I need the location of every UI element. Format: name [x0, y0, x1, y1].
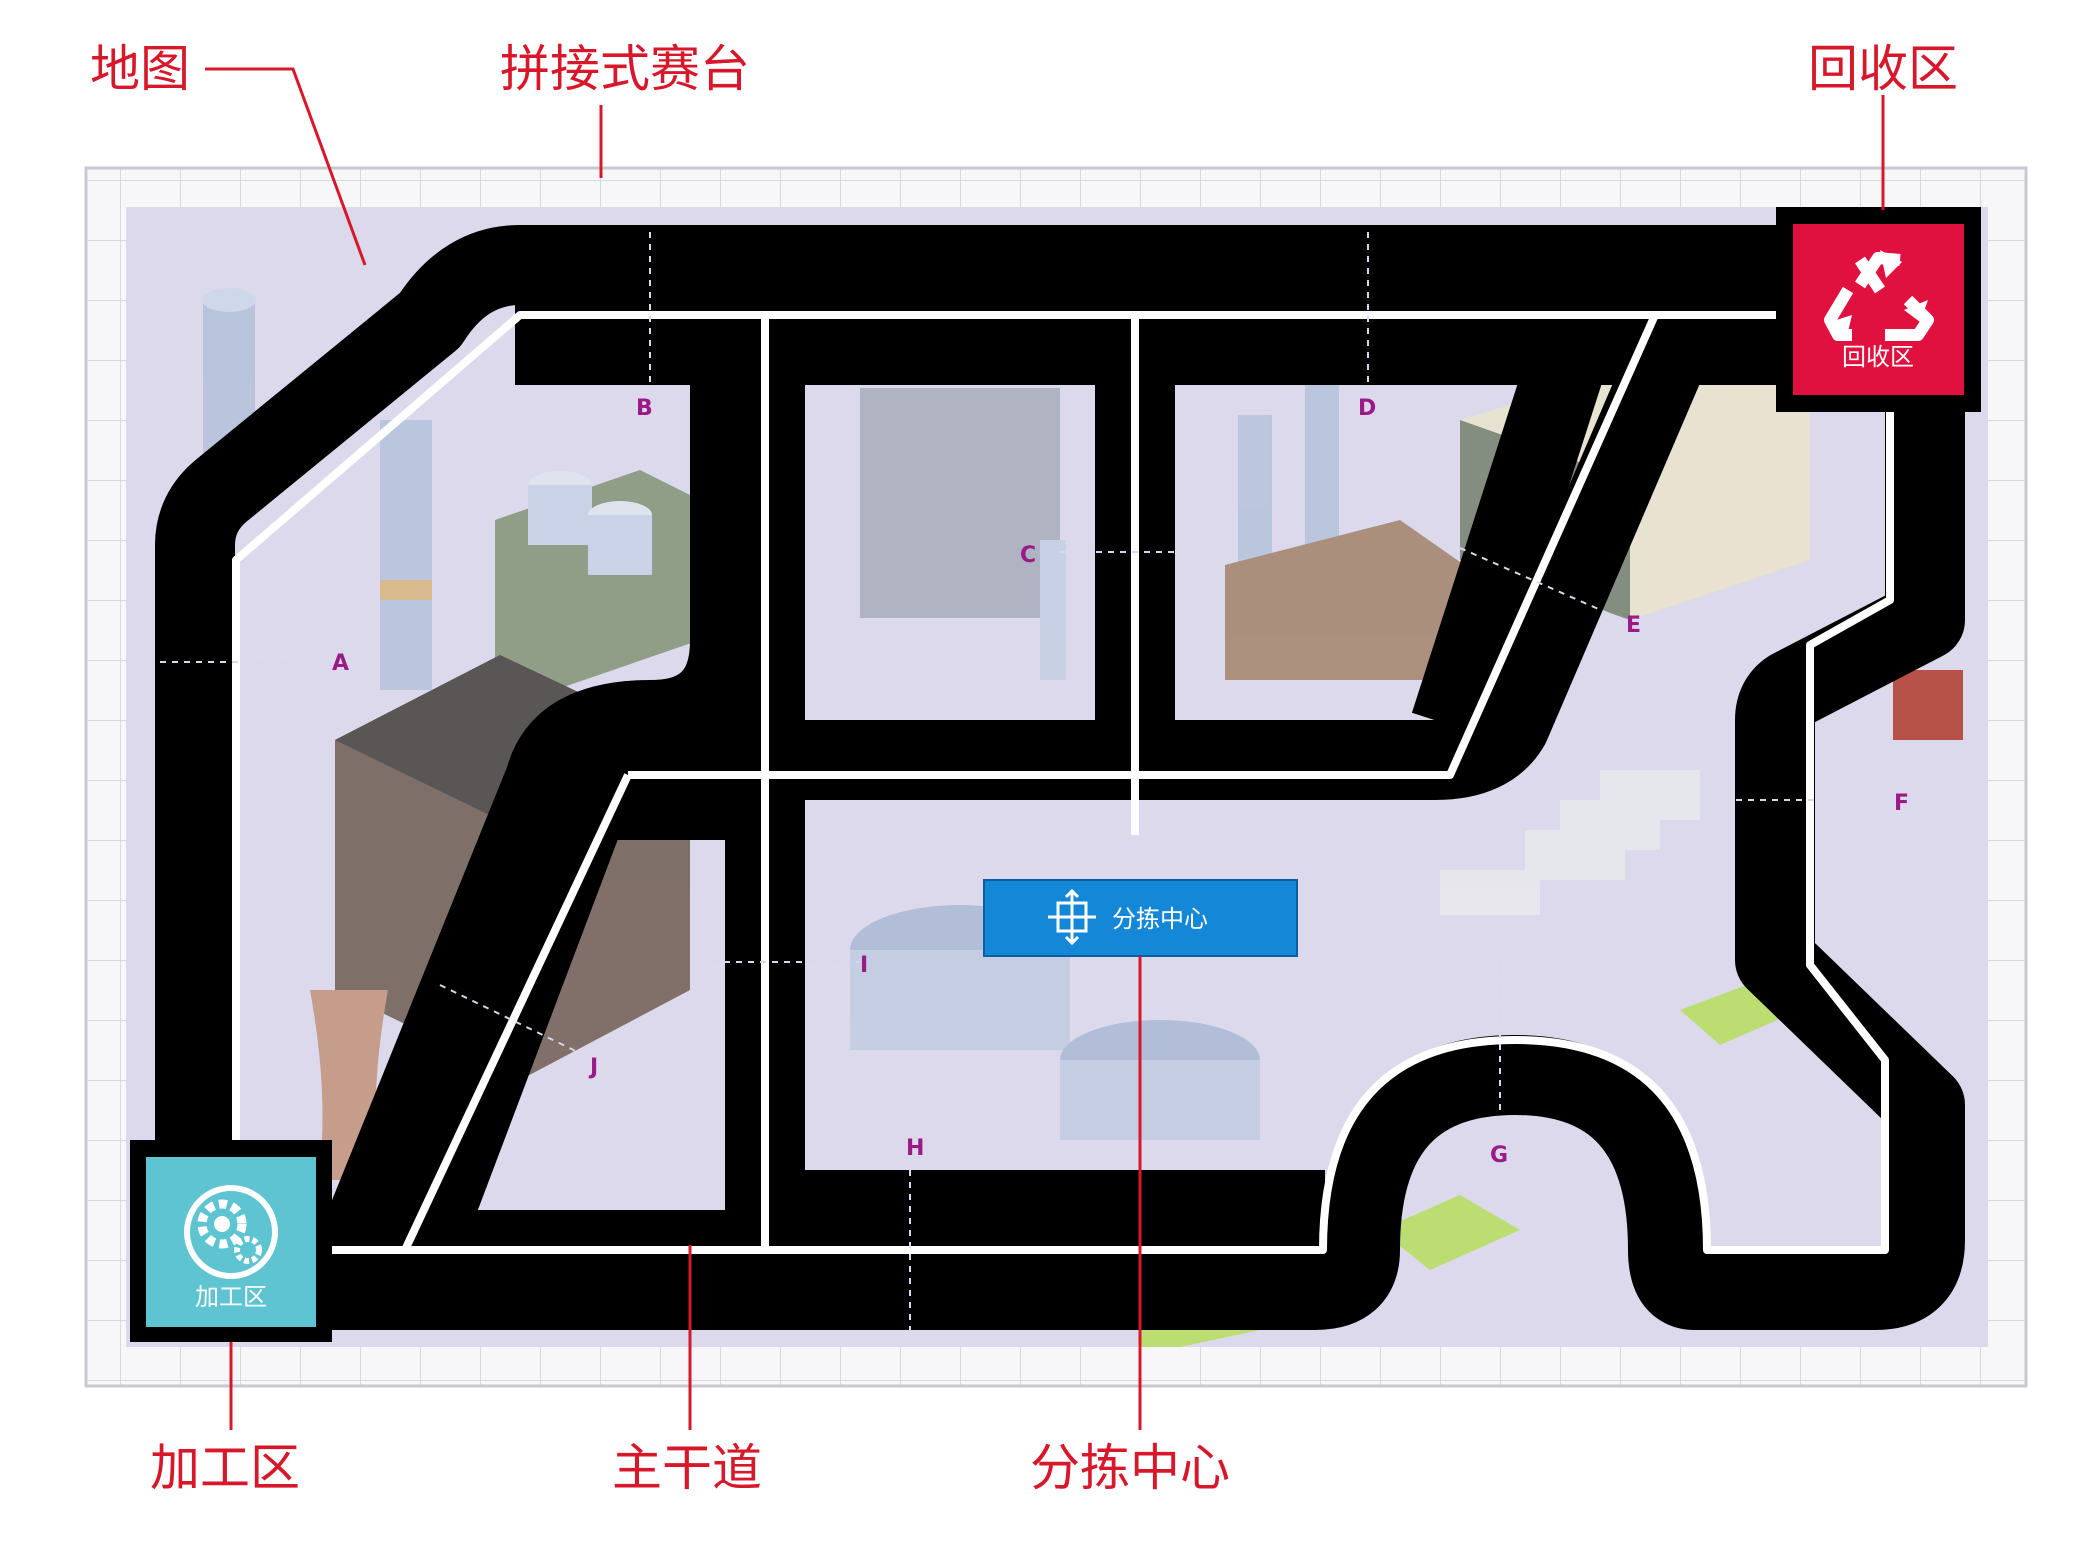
point-h-label: H: [906, 1136, 924, 1161]
process-zone: 加工区: [130, 1140, 332, 1342]
point-b-label: B: [636, 396, 653, 421]
process-zone-label: 加工区: [195, 1283, 267, 1311]
callout-recycle: 回收区: [1808, 40, 1958, 98]
point-f-label: F: [1894, 791, 1909, 816]
gear-icon: [184, 1185, 278, 1279]
point-c-label: C: [1020, 543, 1036, 568]
point-e-label: E: [1626, 613, 1641, 638]
callout-labels: 地图 拼接式赛台 回收区 加工区 主干道 分拣中心: [90, 40, 1958, 1497]
point-a-label: A: [332, 651, 349, 676]
road-outer-loop: [155, 225, 1965, 1330]
recycle-zone-label: 回收区: [1842, 343, 1914, 371]
recycle-zone: 回收区: [1776, 207, 1981, 412]
lane-left-diag: [401, 773, 632, 1252]
sorting-hub-icon: [1048, 888, 1096, 946]
callout-process: 加工区: [150, 1439, 300, 1497]
lane-middle: [628, 313, 1659, 779]
checkpoint-lines: [148, 232, 1898, 1330]
callout-map: 地图: [90, 40, 190, 98]
lane-outer: [232, 311, 1894, 1254]
sorting-center: 分拣中心: [983, 879, 1298, 957]
recycle-icon: [1824, 250, 1934, 341]
checkpoint-labels: A B C D E F G H I J: [332, 396, 1909, 1168]
road-middle: [600, 289, 1727, 800]
point-j-label: J: [588, 1055, 598, 1080]
point-g-label: G: [1490, 1143, 1508, 1168]
lane-lines: [232, 311, 1894, 1254]
callout-sorting: 分拣中心: [1030, 1439, 1230, 1497]
callout-leaders: [205, 67, 1885, 1430]
callout-trunk-road: 主干道: [612, 1439, 762, 1497]
sorting-center-label: 分拣中心: [1112, 905, 1208, 933]
road-b-vertical: [317, 305, 770, 1265]
point-i-label: I: [860, 953, 868, 978]
point-d-label: D: [1358, 396, 1376, 421]
callout-board: 拼接式赛台: [500, 40, 750, 98]
